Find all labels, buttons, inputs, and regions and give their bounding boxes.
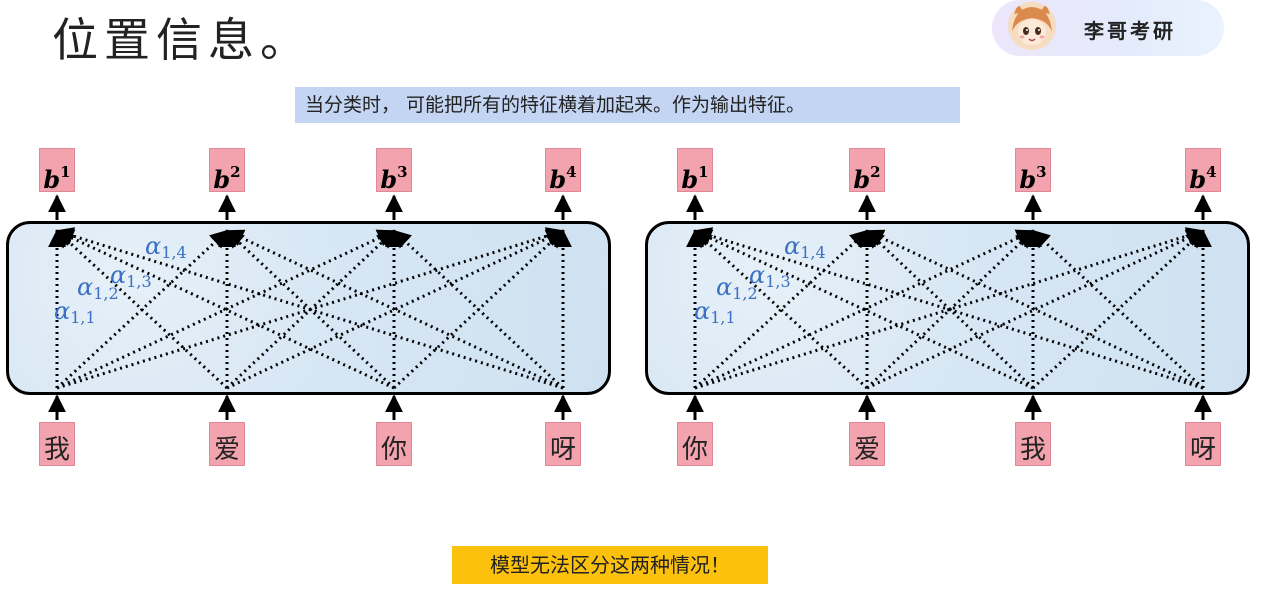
- input-token-1: 我: [39, 422, 75, 466]
- output-symbol: b: [681, 165, 699, 194]
- output-token-b4: b4: [1185, 148, 1221, 194]
- output-index: 3: [1036, 163, 1047, 181]
- attention-edge-4-to-2: [225, 229, 564, 390]
- output-token-b1: b1: [677, 148, 713, 194]
- input-token-3: 我: [1015, 422, 1051, 466]
- output-index: 2: [870, 163, 881, 181]
- output-index: 1: [60, 163, 71, 181]
- attention-weight-label-1-1: α1,1: [694, 297, 736, 327]
- alpha-subscript: 1,3: [765, 272, 791, 291]
- alpha-symbol: α: [749, 261, 766, 289]
- attention-edge-1-to-3: [56, 229, 396, 390]
- attention-weight-label-1-3: α1,3: [110, 261, 152, 291]
- alpha-subscript: 1,4: [800, 243, 826, 262]
- attention-edge-2-to-4: [226, 229, 565, 390]
- attention-weight-label-1-2: α1,2: [77, 273, 119, 303]
- attention-edge-3-to-1: [55, 229, 395, 390]
- input-token-2: 爱: [849, 422, 885, 466]
- attention-weight-label-1-3: α1,3: [749, 261, 791, 291]
- attention-edge-2-to-1: [55, 229, 229, 390]
- output-symbol: b: [213, 165, 231, 194]
- input-token-4: 呀: [545, 422, 581, 466]
- output-index: 4: [566, 163, 577, 181]
- output-symbol: b: [1019, 165, 1037, 194]
- output-token-b3: b3: [1015, 148, 1051, 194]
- input-token-2: 爱: [209, 422, 245, 466]
- bottom-note-banner: 模型无法区分这两种情况！: [452, 546, 768, 584]
- attention-weight-label-1-4: α1,4: [784, 232, 826, 262]
- alpha-symbol: α: [694, 297, 711, 325]
- output-token-b1: b1: [39, 148, 75, 194]
- attention-edge-4-to-1: [55, 227, 564, 390]
- alpha-subscript: 1,3: [126, 272, 152, 291]
- output-index: 3: [397, 163, 408, 181]
- alpha-subscript: 1,2: [732, 284, 758, 303]
- output-symbol: b: [853, 165, 871, 194]
- attention-edge-4-to-3: [1031, 229, 1205, 390]
- output-index: 2: [230, 163, 241, 181]
- output-symbol: b: [380, 165, 398, 194]
- output-token-b4: b4: [545, 148, 581, 194]
- output-index: 4: [1206, 163, 1217, 181]
- attention-edge-4-to-2: [865, 229, 1204, 390]
- input-token-1: 你: [677, 422, 713, 466]
- alpha-symbol: α: [716, 273, 733, 301]
- attention-edge-4-to-3: [392, 229, 565, 390]
- output-symbol: b: [1189, 165, 1207, 194]
- output-token-b2: b2: [209, 148, 245, 194]
- alpha-subscript: 1,2: [93, 284, 119, 303]
- attention-edge-2-to-4: [866, 229, 1205, 390]
- top-note-banner: 当分类时， 可能把所有的特征横着加起来。作为输出特征。: [295, 87, 960, 123]
- alpha-symbol: α: [145, 232, 162, 260]
- cartoon-fox-girl-avatar-icon: [1008, 2, 1056, 50]
- output-index: 1: [698, 163, 709, 181]
- attention-edge-4-to-1: [693, 227, 1204, 390]
- alpha-symbol: α: [110, 261, 127, 289]
- brand-name: 李哥考研: [1084, 19, 1176, 43]
- attention-weight-label-1-2: α1,2: [716, 273, 758, 303]
- output-symbol: b: [43, 165, 61, 194]
- alpha-symbol: α: [54, 297, 71, 325]
- input-token-4: 呀: [1185, 422, 1221, 466]
- output-token-b2: b2: [849, 148, 885, 194]
- input-token-3: 你: [376, 422, 412, 466]
- attention-weight-label-1-1: α1,1: [54, 297, 96, 327]
- alpha-subscript: 1,1: [70, 308, 96, 327]
- attention-weight-label-1-4: α1,4: [145, 232, 187, 262]
- alpha-subscript: 1,1: [710, 308, 736, 327]
- output-symbol: b: [549, 165, 567, 194]
- alpha-symbol: α: [77, 273, 94, 301]
- brand-badge: 李哥考研: [992, 0, 1224, 56]
- attention-edge-3-to-1: [693, 229, 1034, 390]
- alpha-symbol: α: [784, 232, 801, 260]
- output-token-b3: b3: [376, 148, 412, 194]
- alpha-subscript: 1,4: [161, 243, 187, 262]
- page-title: 位置信息。: [52, 13, 312, 67]
